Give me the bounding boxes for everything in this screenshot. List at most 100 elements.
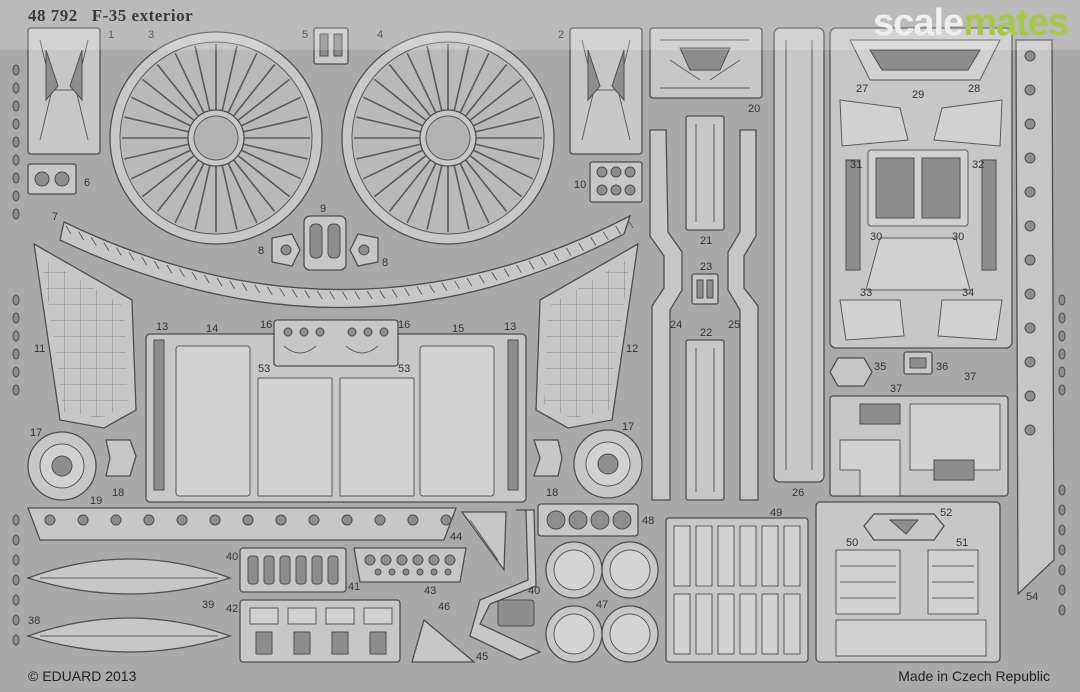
part-label: 25 <box>728 319 740 331</box>
part-label: 36 <box>936 361 948 373</box>
part-label: 18 <box>546 487 558 499</box>
part-52 <box>863 513 945 541</box>
part-label: 30 <box>952 231 964 243</box>
part-label: 31 <box>850 159 862 171</box>
part-10 <box>589 161 643 203</box>
part-label: 38 <box>28 615 40 627</box>
set-number: 48 792 <box>28 6 78 25</box>
part-12-grid-panel <box>535 242 639 429</box>
part-label: 43 <box>424 585 436 597</box>
part-label: 15 <box>452 323 464 335</box>
part-label: 7 <box>52 211 58 223</box>
part-38 <box>25 617 233 653</box>
part-18-left <box>105 439 137 477</box>
origin-label: Made in Czech Republic <box>898 668 1050 684</box>
part-label: 26 <box>792 487 804 499</box>
part-54 <box>1015 39 1055 596</box>
part-22 <box>685 339 725 501</box>
part-26 <box>773 27 825 483</box>
part-label: 8 <box>382 257 388 269</box>
part-39 <box>25 558 232 595</box>
part-36 <box>903 351 933 375</box>
part-21 <box>685 115 725 231</box>
part-17-left <box>27 431 97 501</box>
right-cluster <box>829 27 1013 349</box>
part-number-labels: 1 3 5 4 2 6 10 20 7 9 8 8 11 12 13 14 16… <box>28 29 1038 663</box>
part-35 <box>829 357 873 387</box>
part-label: 53 <box>258 363 270 375</box>
part-label: 16 <box>260 319 272 331</box>
part-label: 47 <box>596 599 608 611</box>
part-8-right <box>349 233 379 267</box>
part-42 <box>239 599 401 663</box>
part-20 <box>649 27 763 99</box>
part-label: 54 <box>1026 591 1038 603</box>
part-44 <box>460 511 507 572</box>
part-label: 27 <box>856 83 868 95</box>
part-5 <box>313 27 349 65</box>
part-label: 21 <box>700 235 712 247</box>
part-label: 20 <box>748 103 760 115</box>
part-label: 13 <box>504 321 516 333</box>
part-label: 6 <box>84 177 90 189</box>
part-9 <box>303 215 347 271</box>
part-label: 9 <box>320 203 326 215</box>
part-label: 37 <box>890 383 902 395</box>
part-label: 2 <box>558 29 564 41</box>
part-label: 39 <box>202 599 214 611</box>
part-label: 30 <box>870 231 882 243</box>
part-label: 1 <box>108 29 114 41</box>
part-43 <box>353 547 467 583</box>
part-label: 16 <box>398 319 410 331</box>
part-49 <box>665 517 809 663</box>
copyright: © EDUARD 2013 <box>28 668 137 684</box>
part-label: 46 <box>438 601 450 613</box>
part-19-rail <box>27 507 457 541</box>
part-1 <box>27 27 101 155</box>
part-label: 34 <box>962 287 974 299</box>
part-18-right <box>533 439 563 477</box>
part-label: 45 <box>476 651 488 663</box>
logo-part-scale: scale <box>873 2 964 44</box>
part-3-wheel <box>109 31 323 245</box>
part-label: 4 <box>377 29 383 41</box>
edge-dots <box>12 64 1066 646</box>
part-24 <box>649 129 683 501</box>
part-2 <box>569 27 643 155</box>
part-label: 22 <box>700 327 712 339</box>
part-label: 40 <box>226 551 238 563</box>
part-46-bent-strip <box>469 509 542 661</box>
part-50-51-frame <box>815 501 1001 663</box>
part-label: 35 <box>874 361 886 373</box>
scalemates-logo[interactable]: scalemates <box>873 2 1069 45</box>
part-6 <box>27 163 77 195</box>
part-label: 44 <box>450 531 462 543</box>
part-label: 28 <box>968 83 980 95</box>
part-label: 32 <box>972 159 984 171</box>
part-label: 11 <box>34 343 45 355</box>
part-label: 5 <box>302 29 308 41</box>
part-label: 13 <box>156 321 168 333</box>
part-label: 48 <box>642 515 654 527</box>
part-label: 8 <box>258 245 264 257</box>
part-25 <box>727 129 759 501</box>
part-11-grid-panel <box>33 242 137 429</box>
part-17-right <box>573 429 643 499</box>
part-8-left <box>271 233 301 267</box>
part-label: 19 <box>90 495 102 507</box>
part-37 <box>829 395 1009 497</box>
part-label: 53 <box>398 363 410 375</box>
part-label: 29 <box>912 89 924 101</box>
part-label: 50 <box>846 537 858 549</box>
part-label: 40 <box>528 585 540 597</box>
part-label: 10 <box>574 179 586 191</box>
part-label: 24 <box>670 319 682 331</box>
part-23 <box>691 273 719 305</box>
part-label: 3 <box>148 29 154 41</box>
part-7-arc <box>59 214 634 309</box>
part-label: 14 <box>206 323 218 335</box>
part-4-wheel <box>341 31 555 245</box>
part-label: 51 <box>956 537 968 549</box>
